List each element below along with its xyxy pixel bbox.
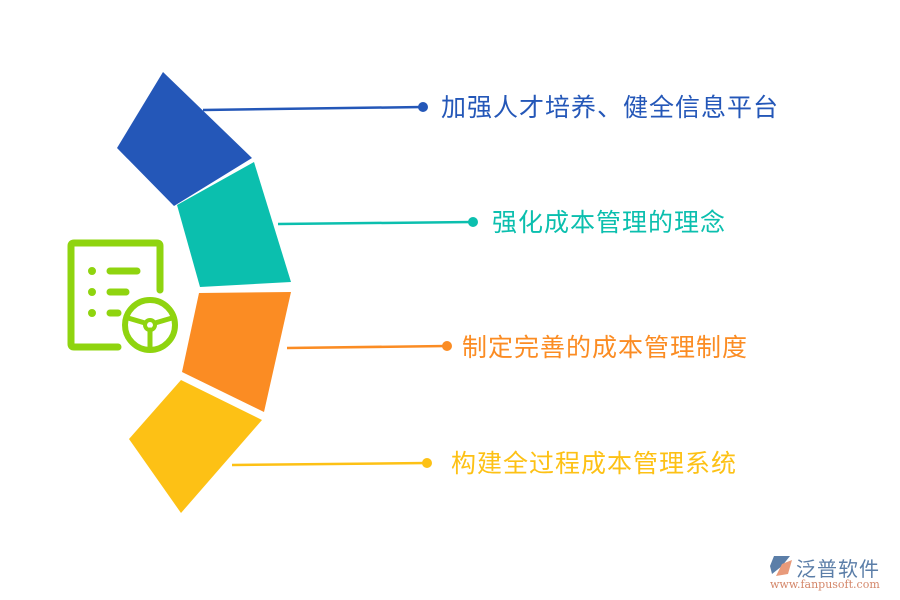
item-label-1: 加强人才培养、健全信息平台	[441, 93, 780, 122]
connector-4	[231, 458, 432, 468]
segment-1-blue	[117, 72, 252, 206]
item-label-3: 制定完善的成本管理制度	[462, 333, 749, 362]
document-steering-wheel-icon	[67, 239, 178, 353]
connector-3	[286, 341, 452, 351]
segment-3-orange	[182, 292, 291, 412]
item-label-2: 强化成本管理的理念	[492, 208, 727, 237]
logo-mark-icon	[770, 556, 792, 576]
connector-2	[277, 217, 478, 227]
segment-2-teal	[177, 162, 291, 287]
connector-1	[202, 102, 428, 112]
segment-4-yellow	[129, 380, 262, 513]
brand-logo: 泛普软件 www.fanpusoft.com	[768, 553, 896, 593]
item-label-4: 构建全过程成本管理系统	[451, 449, 738, 478]
logo-title: 泛普软件	[796, 557, 880, 581]
logo-url: www.fanpusoft.com	[770, 578, 880, 591]
